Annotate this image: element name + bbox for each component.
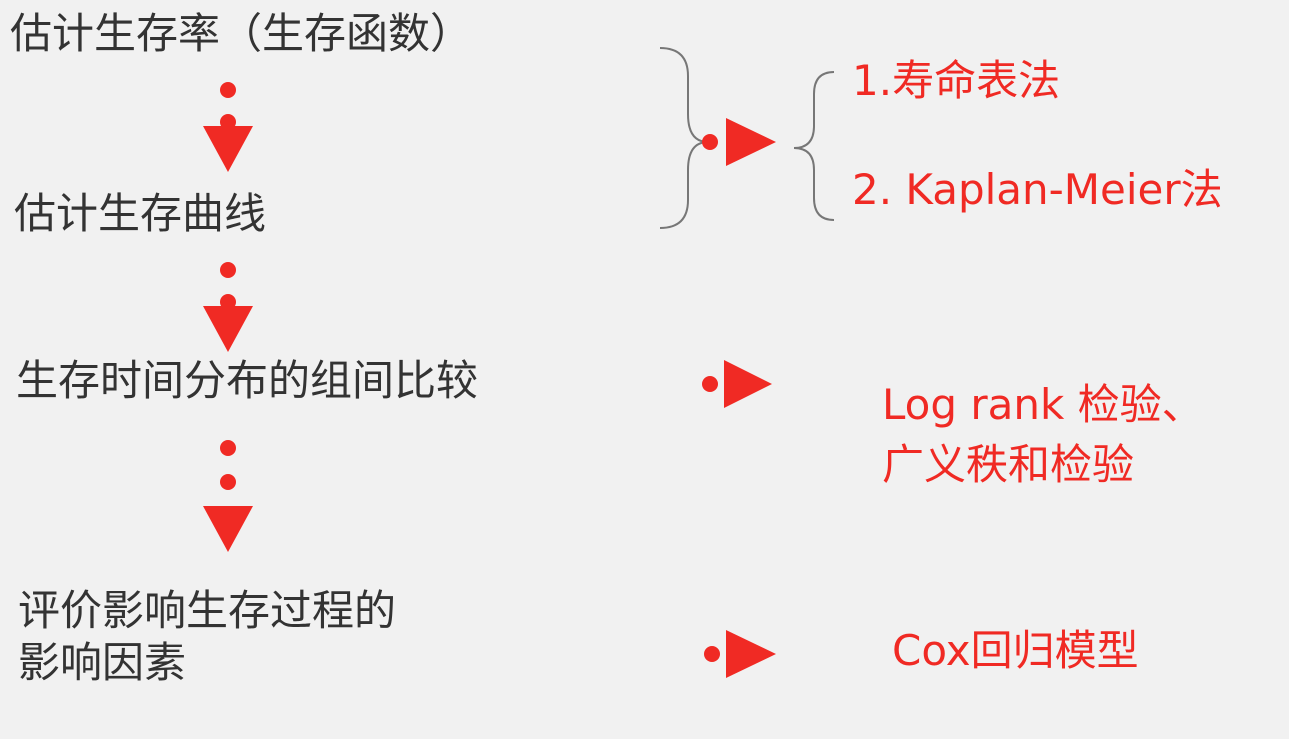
method-log-rank-line-2: 广义秩和检验 [882,440,1135,489]
right-arrow-factors [704,630,776,678]
down-arrowhead-icon [203,306,253,352]
down-arrow-1 [203,82,253,172]
arrow-dot [220,82,236,98]
closing-brace-icon [659,47,709,229]
right-arrowhead-icon [724,360,772,408]
arrow-dot [702,376,718,392]
method-life-table: 1.寿命表法 [852,56,1061,105]
right-arrow-estimation [702,118,776,166]
right-arrowhead-icon [726,630,776,678]
step-evaluate-influencing-factors: 评价影响生存过程的 影响因素 [18,585,396,689]
step-estimate-survival-rate: 估计生存率（生存函数） [10,9,473,58]
down-arrowhead-icon [203,506,253,552]
arrow-dot [704,646,720,662]
right-arrowhead-icon [726,118,776,166]
method-kaplan-meier: 2. Kaplan-Meier法 [852,165,1223,214]
arrow-dot [220,440,236,456]
opening-brace-icon [793,71,835,221]
step-4-line-1: 评价影响生存过程的 [18,586,397,635]
arrow-dot [702,134,718,150]
method-log-rank-line-1: Log rank 检验、 [882,380,1204,429]
arrow-dot [220,474,236,490]
step-4-line-2: 影响因素 [18,638,187,687]
down-arrow-3 [203,440,253,552]
method-cox-regression: Cox回归模型 [892,626,1139,675]
right-arrow-comparison [702,360,772,408]
step-compare-survival-distribution: 生存时间分布的组间比较 [16,356,479,405]
step-estimate-survival-curve: 估计生存曲线 [14,189,267,238]
down-arrow-2 [203,262,253,352]
arrow-dot [220,262,236,278]
down-arrowhead-icon [203,126,253,172]
